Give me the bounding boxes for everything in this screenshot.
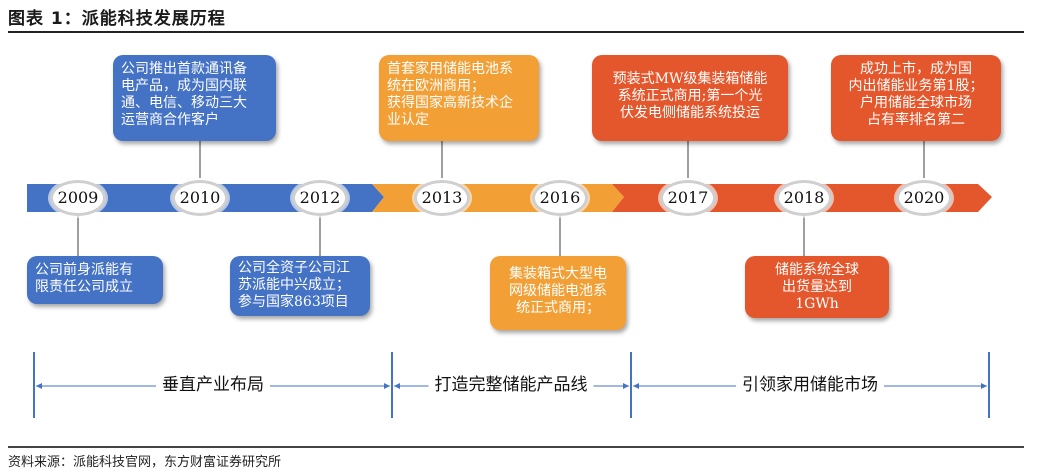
phase-label-3: 引领家用储能市场 [736, 370, 884, 395]
phase-label-2: 打造完整储能产品线 [428, 370, 594, 395]
event-text: 户用储能全球市场 [860, 95, 972, 111]
year-node-2018: 2018 [776, 180, 832, 216]
year-node-2020: 2020 [896, 180, 952, 216]
event-card-2016: 集装箱式大型电 网级储能电池系 统正式商用； [490, 256, 626, 330]
event-text: 成功上市，成为国 [860, 61, 972, 77]
event-text: 公司全资子公司江 [238, 260, 350, 276]
event-text: 出货量达到 [782, 279, 852, 295]
top-rule [8, 31, 1024, 33]
event-card-2020: 成功上市，成为国 内出储能业务第1股； 户用储能全球市场 占有率排名第二 [831, 55, 1001, 141]
event-card-2009: 公司前身派能有 限责任公司成立 [27, 256, 163, 304]
phase-arrowhead-3r [981, 383, 987, 389]
event-text: 网级储能电池系 [509, 283, 607, 299]
event-text: 系统正式商用;第一个光 [617, 88, 763, 104]
event-text: 统在欧洲商用； [387, 78, 485, 94]
event-text: 运营商合作客户 [121, 112, 219, 128]
phase-arrowhead-2r [623, 383, 629, 389]
event-text: 通、电信、移动三大 [121, 95, 247, 111]
event-text: 1GWh [795, 296, 839, 312]
event-text: 公司前身派能有 [35, 262, 133, 278]
event-card-2012: 公司全资子公司江 苏派能中兴成立； 参与国家863项目 [230, 256, 370, 316]
event-text: 储能系统全球 [775, 262, 859, 278]
event-text: 集装箱式大型电 [509, 266, 607, 282]
event-text: 公司推出首款通讯备 [121, 61, 247, 77]
event-card-2018: 储能系统全球 出货量达到 1GWh [745, 256, 889, 318]
year-node-2016: 2016 [532, 180, 588, 216]
phase-arrowhead-1r [384, 383, 390, 389]
year-node-2009: 2009 [50, 180, 106, 216]
phase-arrowhead-3l [633, 383, 639, 389]
event-card-2013: 首套家用储能电池系 统在欧洲商用； 获得国家高新技术企 业认定 [379, 55, 539, 141]
event-text: 电产品，成为国内联 [121, 78, 247, 94]
event-text: 内出储能业务第1股； [848, 78, 984, 94]
event-text: 预装式MW级集装箱储能 [612, 71, 768, 87]
phase-arrowhead-1l [36, 383, 42, 389]
year-node-2012: 2012 [292, 180, 348, 216]
event-text: 业认定 [387, 112, 429, 128]
event-text: 首套家用储能电池系 [387, 61, 513, 77]
event-text: 参与国家863项目 [238, 294, 349, 310]
event-text: 苏派能中兴成立； [238, 277, 350, 293]
bottom-rule [8, 446, 1024, 448]
year-node-2010: 2010 [172, 180, 228, 216]
phase-label-1: 垂直产业布局 [156, 370, 270, 395]
phase-arrowhead-2l [394, 383, 400, 389]
event-text: 伏发电侧储能系统投运 [620, 105, 760, 121]
event-text: 限责任公司成立 [35, 279, 133, 295]
event-card-2010: 公司推出首款通讯备 电产品，成为国内联 通、电信、移动三大 运营商合作客户 [113, 55, 276, 141]
event-card-2017: 预装式MW级集装箱储能 系统正式商用;第一个光 伏发电侧储能系统投运 [592, 55, 788, 141]
figure-title: 图表 1：派能科技发展历程 [8, 9, 226, 29]
source-note: 资料来源：派能科技官网，东方财富证券研究所 [8, 455, 282, 470]
event-text: 占有率排名第二 [867, 112, 965, 128]
year-node-2017: 2017 [660, 180, 716, 216]
year-node-2013: 2013 [414, 180, 470, 216]
event-text: 统正式商用； [516, 300, 600, 316]
event-text: 获得国家高新技术企 [387, 95, 513, 111]
